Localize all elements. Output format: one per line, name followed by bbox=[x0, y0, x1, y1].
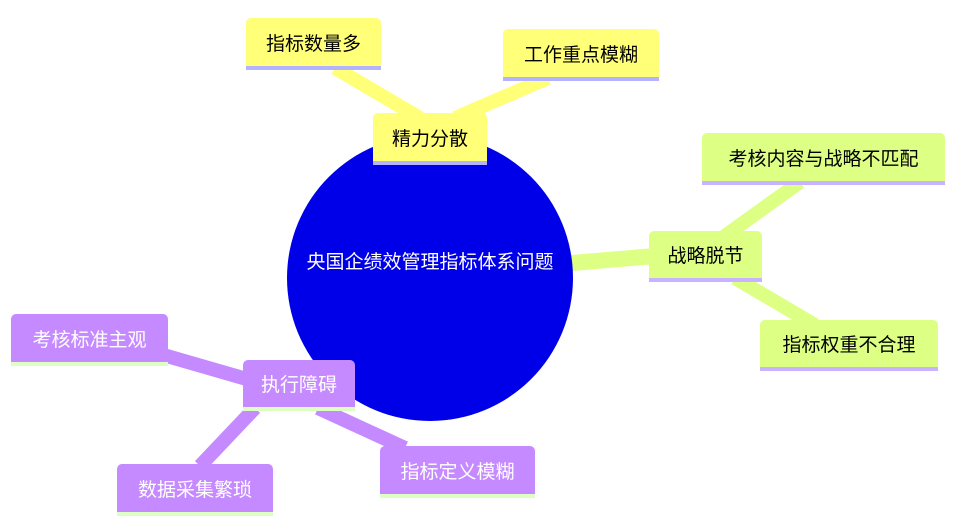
branch-execution-obstacles[interactable]: 执行障碍 bbox=[243, 360, 355, 411]
leaf-weight-unreasonable[interactable]: 指标权重不合理 bbox=[760, 320, 938, 371]
edge-focus-to-work-focus bbox=[452, 71, 551, 125]
edge-strategy-to-content bbox=[717, 176, 805, 244]
edge-execution-to-data bbox=[194, 403, 261, 471]
leaf-data-collection[interactable]: 数据采集繁琐 bbox=[117, 464, 273, 516]
leaf-work-focus-blurred[interactable]: 工作重点模糊 bbox=[503, 29, 659, 81]
edge-execution-to-definition bbox=[315, 401, 408, 455]
edge-root-to-strategy bbox=[559, 248, 656, 272]
leaf-indicator-count[interactable]: 指标数量多 bbox=[246, 18, 381, 70]
leaf-subjective-standards[interactable]: 考核标准主观 bbox=[11, 314, 168, 366]
branch-strategy-disconnect[interactable]: 战略脱节 bbox=[649, 231, 762, 282]
edge-strategy-to-weight bbox=[731, 271, 819, 332]
root-node-circle bbox=[287, 135, 573, 421]
edge-execution-to-subjective bbox=[158, 347, 252, 387]
leaf-definition-blurred[interactable]: 指标定义模糊 bbox=[380, 446, 535, 498]
root-node[interactable]: 央国企绩效管理指标体系问题 bbox=[306, 251, 554, 273]
leaf-content-strategy-mismatch[interactable]: 考核内容与战略不匹配 bbox=[702, 133, 945, 185]
edge-focus-to-indicator-count bbox=[331, 61, 424, 125]
branch-focus-dispersed[interactable]: 精力分散 bbox=[373, 113, 487, 165]
